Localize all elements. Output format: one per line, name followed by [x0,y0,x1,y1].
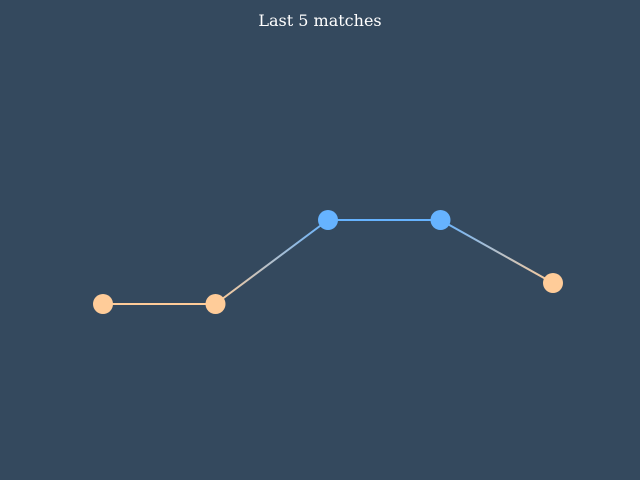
chart-title: Last 5 matches [258,11,382,30]
data-point [93,294,113,314]
data-point [543,273,563,293]
data-point [430,210,451,230]
line-segment [214,219,329,305]
line-segment [440,219,554,284]
data-points [93,210,563,314]
line-segments [103,219,554,305]
data-point [318,210,338,230]
data-point [205,294,226,314]
